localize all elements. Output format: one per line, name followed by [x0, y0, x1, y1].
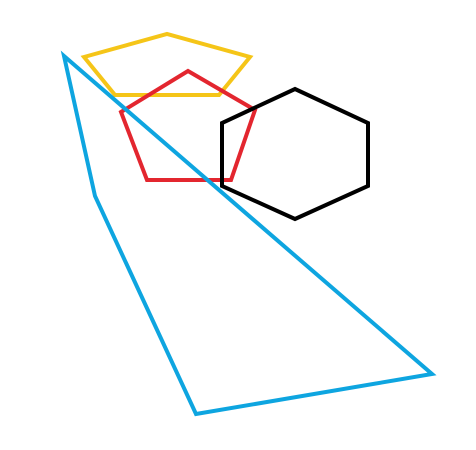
blue-quadrilateral [60, 50, 437, 417]
red-pentagon [118, 68, 258, 182]
yellow-pentagon [80, 31, 254, 97]
black-hexagon [220, 86, 370, 222]
